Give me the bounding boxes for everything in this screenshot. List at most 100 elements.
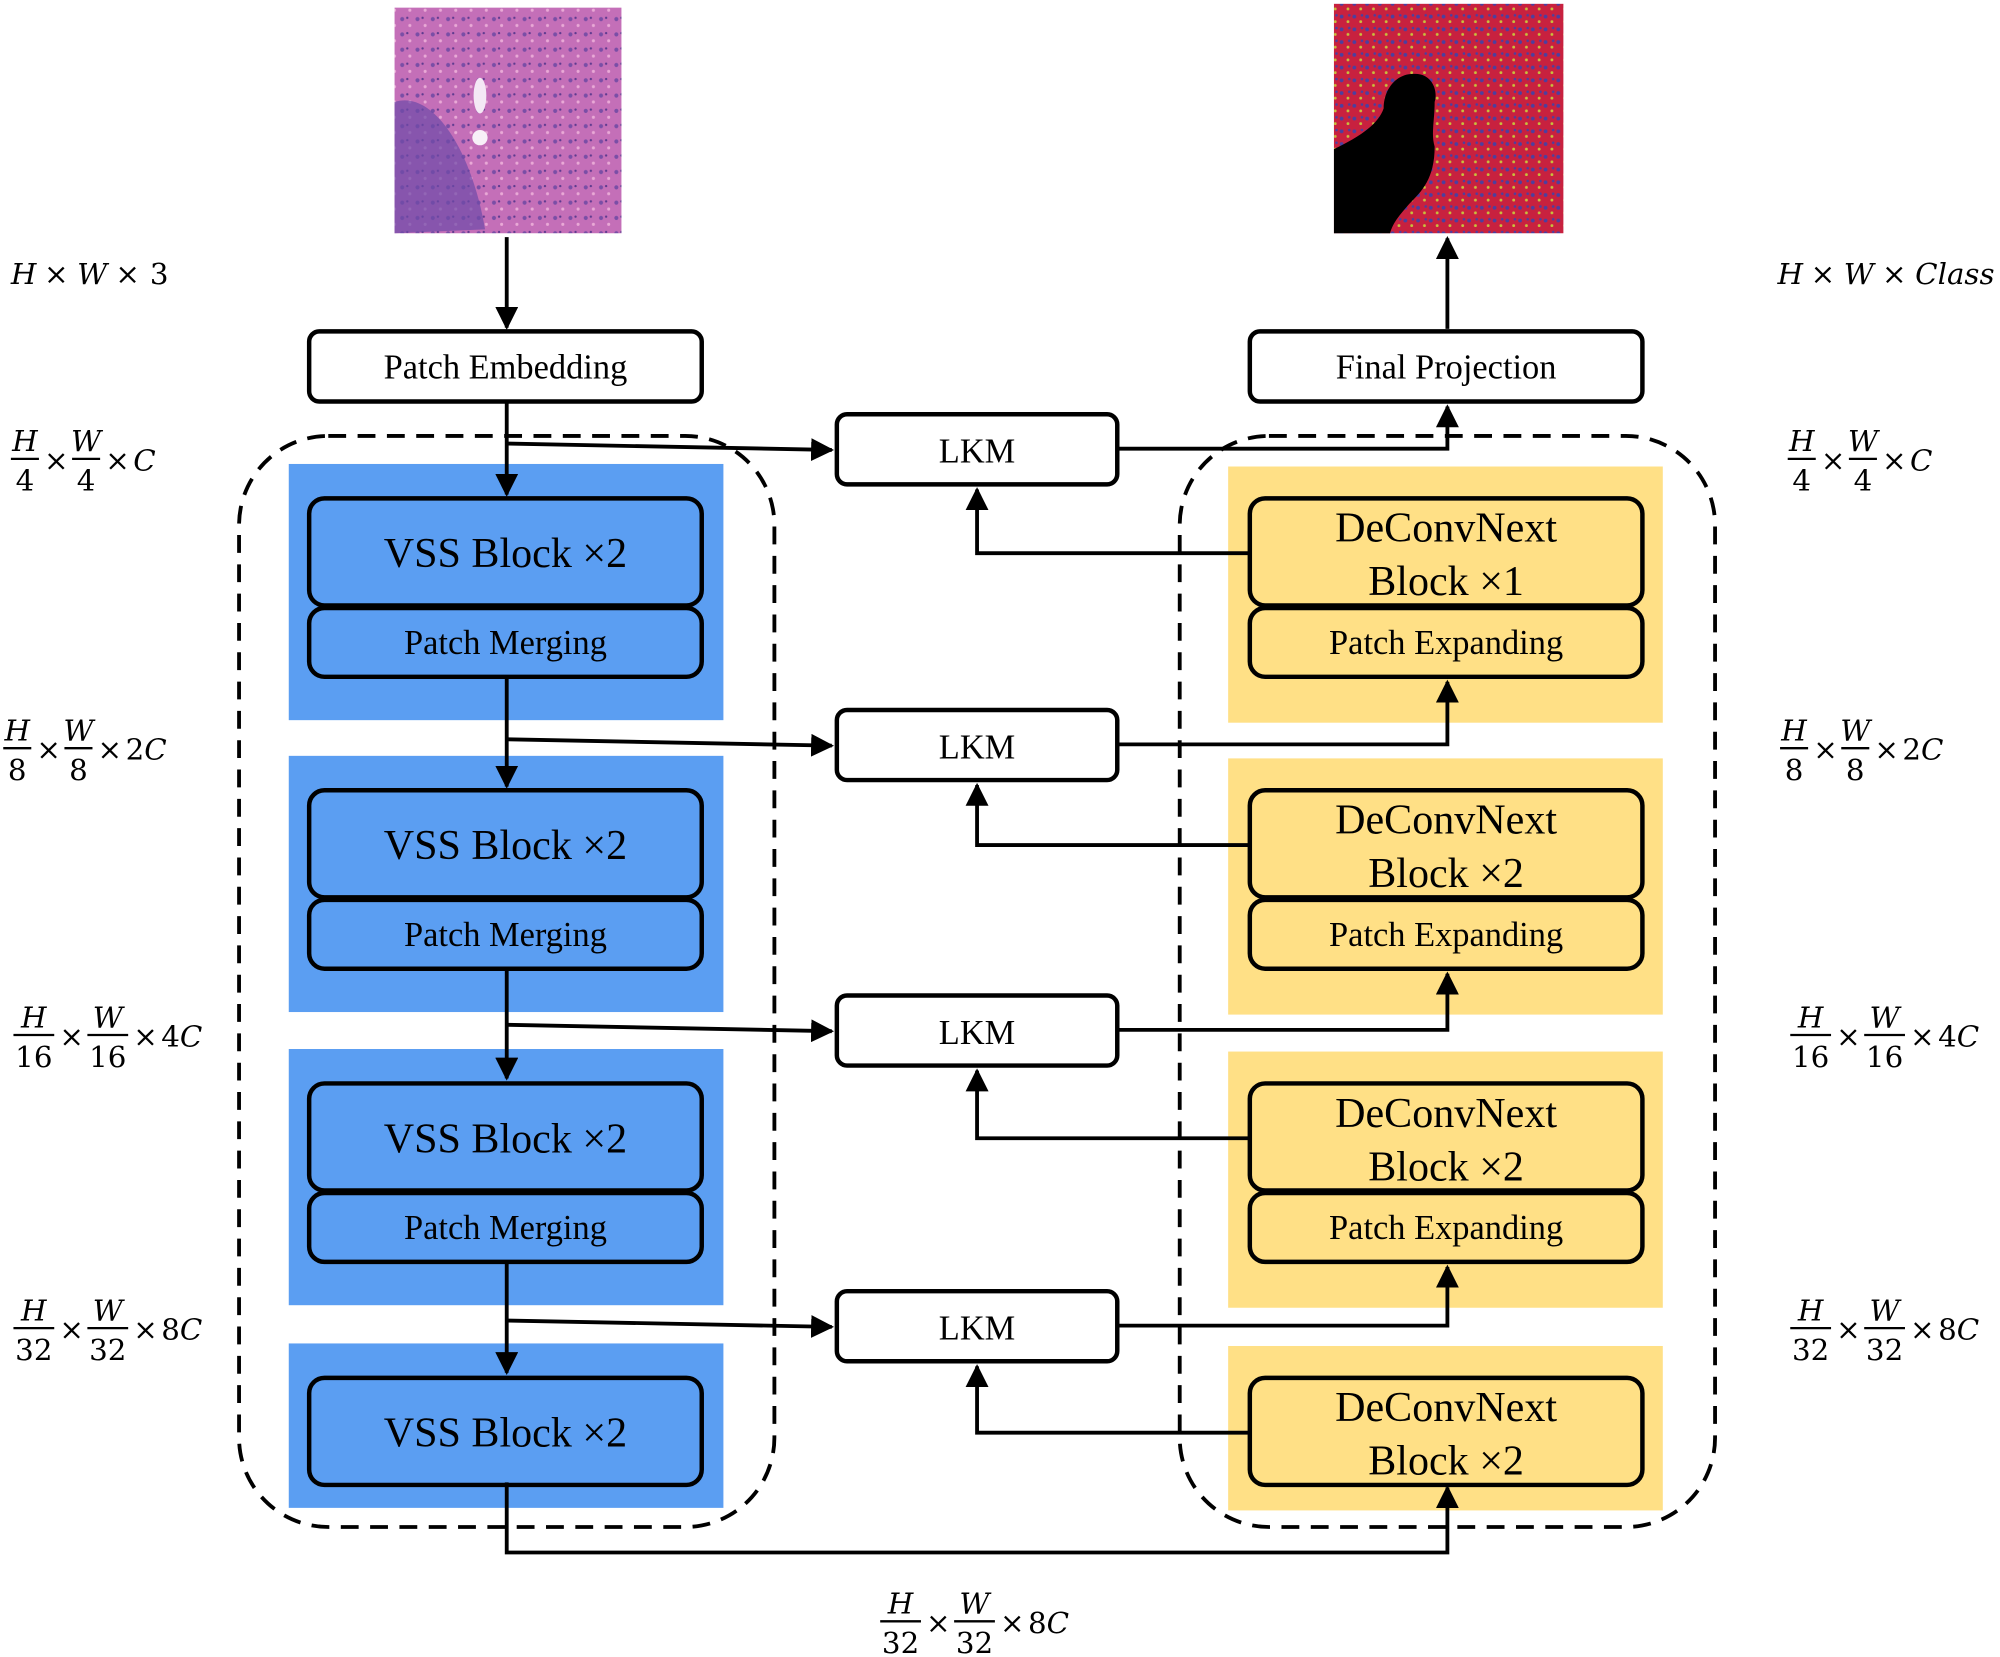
dim-denominator: 16 <box>1792 1040 1829 1074</box>
patch-embedding-block: Patch Embedding <box>306 329 704 404</box>
deconvnext-label-line2: Block ×2 <box>1368 1439 1524 1485</box>
final-projection-block: Final Projection <box>1247 329 1645 404</box>
times-sign: × <box>44 443 69 477</box>
arrow-encoder-to-lkm <box>506 1315 835 1338</box>
lkm-module-2: LKM <box>834 707 1120 783</box>
stage-dim-labels: H4×W4×CH4×W4×CH8×W8×2CH8×W8×2CH16×W16×4C… <box>3 424 1979 1367</box>
dim-channels: 8C <box>1938 1313 1979 1347</box>
dim-channels: C <box>133 443 155 477</box>
arrow-encoder-to-lkm <box>506 438 835 462</box>
times-sign: × <box>1813 733 1838 767</box>
lkm-module-4: LKM <box>834 1288 1120 1364</box>
dim-numerator: H <box>20 1294 48 1328</box>
vss-block-label: VSS Block ×2 <box>384 1411 627 1457</box>
dim-numerator: H <box>1797 1294 1825 1328</box>
svg-text:W: W <box>77 257 110 291</box>
dim-numerator: W <box>63 714 96 748</box>
patch-merging-label: Patch Merging <box>404 624 607 662</box>
output-segmentation-mask <box>1333 3 1564 234</box>
times-sign: × <box>133 1019 158 1053</box>
right-stage-dims-1: H4×W4×C <box>1787 424 1932 498</box>
deconvnext-label-line1: DeConvNext <box>1335 1091 1557 1137</box>
vss-block-label: VSS Block ×2 <box>384 823 627 869</box>
dim-denominator: 32 <box>1866 1333 1903 1367</box>
dim-numerator: W <box>93 1294 126 1328</box>
dim-denominator: 4 <box>16 464 35 498</box>
lkm-label: LKM <box>939 728 1015 766</box>
times-sign: × <box>98 733 123 767</box>
lkm-modules: LKM LKM LKM LKM <box>834 412 1120 1364</box>
dim-numerator: H <box>1788 424 1816 458</box>
dim-channels: 4C <box>161 1019 202 1053</box>
dim-numerator: W <box>1840 714 1873 748</box>
times-sign: × <box>1910 1313 1935 1347</box>
dim-channels: 2C <box>1902 733 1943 767</box>
svg-text:H: H <box>10 257 38 291</box>
times-sign: × <box>1882 443 1907 477</box>
deconvnext-label-line1: DeConvNext <box>1335 798 1557 844</box>
dim-denominator: 8 <box>1785 753 1804 787</box>
arrow-decoder-to-lkm <box>965 487 1250 556</box>
lkm-label: LKM <box>939 1310 1015 1348</box>
arrow-lkm-to-decoder <box>1117 971 1459 1032</box>
left-stage-dims-3: H16×W16×4C <box>13 1000 202 1074</box>
times-sign: × <box>1836 1019 1861 1053</box>
patch-expanding-label: Patch Expanding <box>1329 1209 1563 1247</box>
dim-numerator: H <box>887 1587 915 1621</box>
deconvnext-label-line1: DeConvNext <box>1335 1385 1557 1431</box>
dim-denominator: 32 <box>15 1333 52 1367</box>
lkm-module-3: LKM <box>834 993 1120 1068</box>
dim-numerator: W <box>1870 1294 1903 1328</box>
dim-denominator: 16 <box>89 1040 126 1074</box>
dim-denominator: 32 <box>89 1333 126 1367</box>
dim-denominator: 8 <box>8 753 27 787</box>
dim-denominator: 32 <box>956 1626 993 1657</box>
deconvnext-label-line2: Block ×2 <box>1368 1144 1524 1190</box>
svg-text:Patch Embedding: Patch Embedding <box>384 349 628 387</box>
lkm-module-1: LKM <box>834 412 1120 487</box>
left-stage-dims-4: H32×W32×8C <box>13 1294 202 1367</box>
svg-text:×: × <box>1811 257 1836 291</box>
dim-numerator: W <box>93 1000 126 1034</box>
patch-expanding-label: Patch Expanding <box>1329 916 1563 954</box>
arrow-encoder-to-lkm <box>506 1019 835 1043</box>
dim-numerator: H <box>1797 1000 1825 1034</box>
times-sign: × <box>59 1313 84 1347</box>
lkm-label: LKM <box>939 1014 1015 1052</box>
patch-expanding-label: Patch Expanding <box>1329 624 1563 662</box>
vss-block <box>306 788 704 900</box>
dim-numerator: W <box>1870 1000 1903 1034</box>
times-sign: × <box>1910 1019 1935 1053</box>
left-stage-dims-2: H8×W8×2C <box>3 714 167 787</box>
dim-numerator: H <box>3 714 31 748</box>
svg-text:Class: Class <box>1915 257 1994 291</box>
times-sign: × <box>133 1313 158 1347</box>
svg-text:×: × <box>44 257 69 291</box>
deconvnext-label-line1: DeConvNext <box>1335 506 1557 552</box>
output-dims-label: H × W × Class <box>1777 257 1995 291</box>
left-stage-dims-1: H4×W4×C <box>10 424 156 498</box>
dim-denominator: 16 <box>15 1040 52 1074</box>
arrow-decoder-to-lkm <box>965 1068 1250 1141</box>
bottleneck-connector <box>504 1482 1459 1555</box>
dim-numerator: H <box>1780 714 1808 748</box>
times-sign: × <box>36 733 61 767</box>
dim-channels: C <box>1910 443 1932 477</box>
times-sign: × <box>1000 1606 1025 1640</box>
vss-block <box>306 1081 704 1193</box>
arrow-lkm-to-decoder <box>1117 679 1459 747</box>
right-stage-dims-3: H16×W16×4C <box>1790 1000 1979 1074</box>
vss-block-label: VSS Block ×2 <box>384 531 627 577</box>
arrow-lkm-to-decoder <box>1117 1264 1459 1328</box>
arrow-decoder-to-lkm <box>965 782 1250 847</box>
connectors <box>495 236 1459 1555</box>
dim-numerator: W <box>71 424 104 458</box>
right-stage-dims-2: H8×W8×2C <box>1780 714 1943 787</box>
dim-denominator: 16 <box>1866 1040 1903 1074</box>
dim-denominator: 4 <box>1792 464 1811 498</box>
